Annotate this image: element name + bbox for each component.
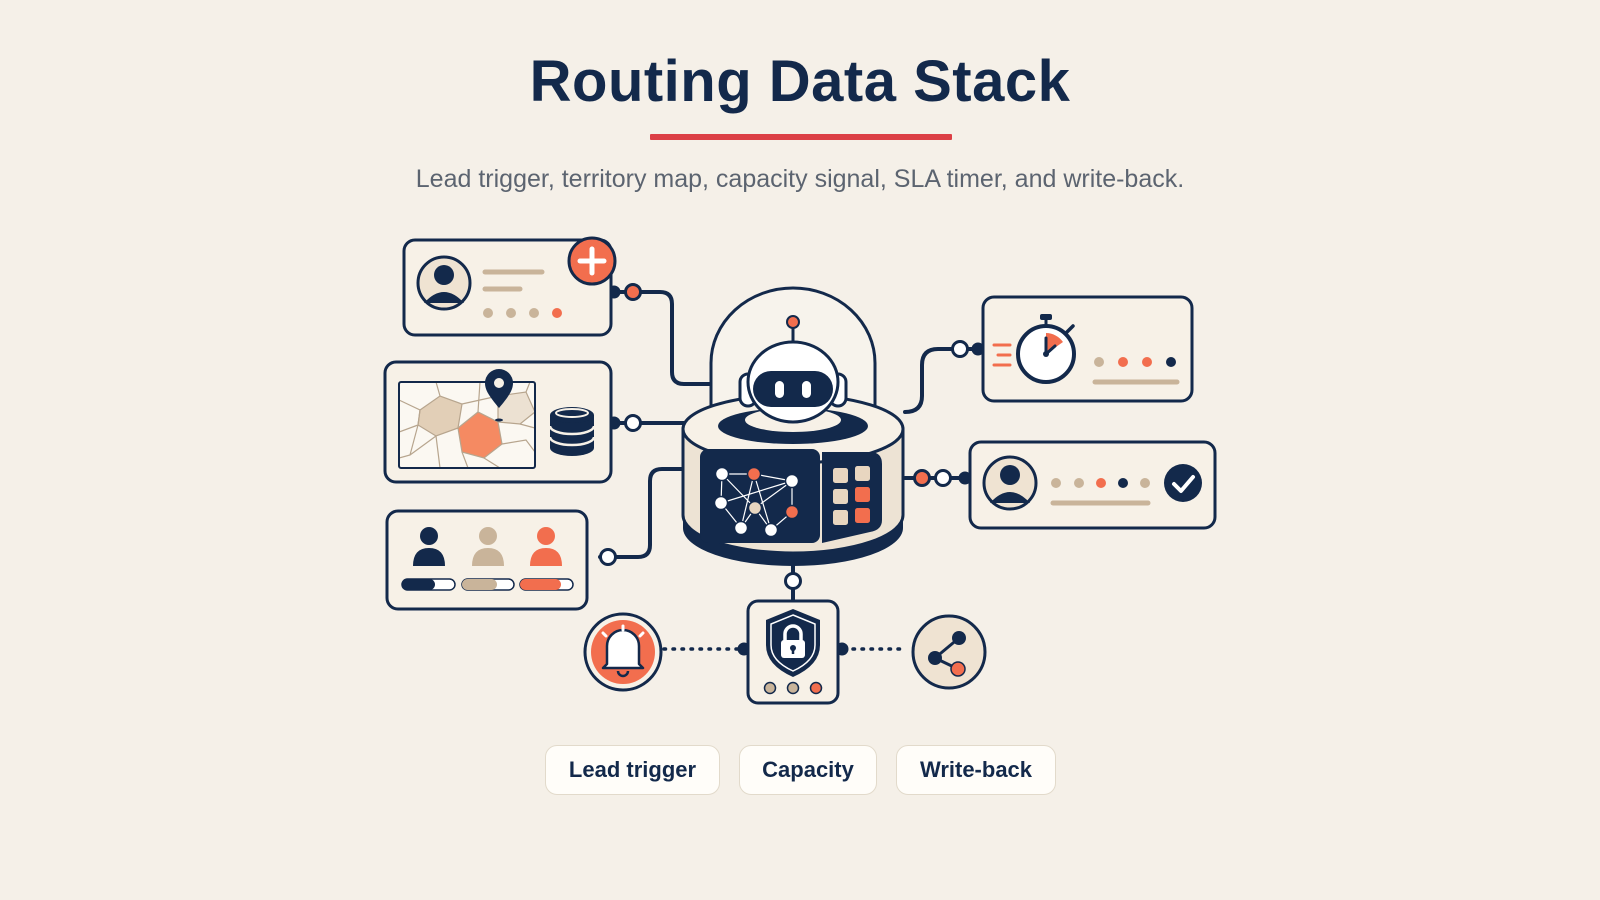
page-subtitle: Lead trigger, territory map, capacity si… xyxy=(415,165,1185,193)
team-capacity-icon xyxy=(385,509,589,611)
new-lead-card-icon xyxy=(402,238,613,337)
database-icon xyxy=(548,407,596,456)
plus-icon xyxy=(567,236,617,286)
shield-lock-icon xyxy=(746,599,840,705)
chip-write-back: Write-back xyxy=(896,745,1056,795)
chip-lead-trigger: Lead trigger xyxy=(545,745,720,795)
sla-stopwatch-icon xyxy=(981,295,1194,403)
page-title: Routing Data Stack xyxy=(529,49,1071,114)
assigned-rep-check-icon xyxy=(968,440,1217,530)
share-network-icon xyxy=(911,614,987,690)
routing-robot-hub-icon xyxy=(681,286,905,566)
chip-capacity: Capacity xyxy=(739,745,877,795)
bell-alert-icon xyxy=(583,612,663,692)
title-underline xyxy=(650,134,952,140)
